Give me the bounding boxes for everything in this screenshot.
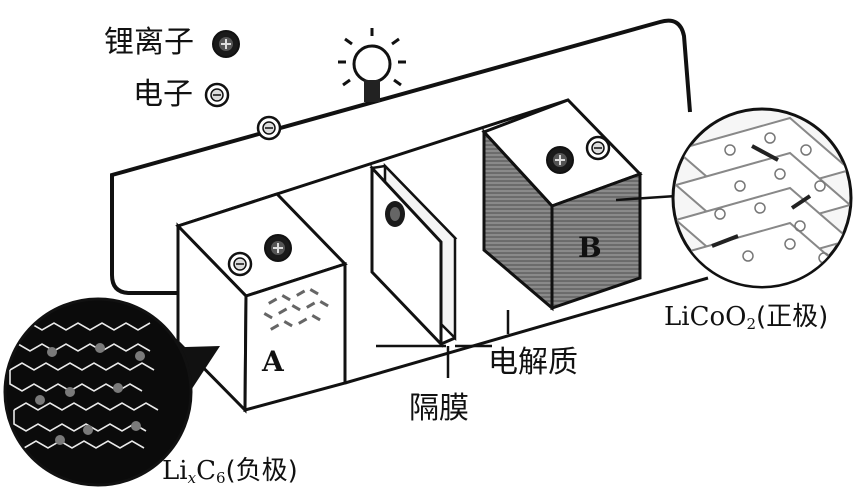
separator-leader-line bbox=[376, 344, 450, 378]
lithium-ion-legend-icon bbox=[212, 30, 240, 58]
box-b-label: B bbox=[578, 231, 602, 264]
electron-legend-label: 电子 bbox=[133, 77, 193, 112]
electrolyte-label: 电解质 bbox=[488, 345, 578, 380]
electron-legend-icon bbox=[204, 82, 230, 108]
electron-on-box-b bbox=[585, 135, 611, 161]
licoo2-layers bbox=[674, 116, 850, 286]
graphite-zoom-callout bbox=[3, 297, 220, 487]
lithium-ion-on-box-b bbox=[546, 146, 574, 174]
electron-on-box-a bbox=[227, 251, 253, 277]
electron-on-wire bbox=[256, 115, 282, 141]
lithium-ion-on-box-a bbox=[264, 234, 292, 262]
graphite-lattice bbox=[9, 322, 159, 449]
electrolyte-leader-line bbox=[455, 310, 510, 348]
box-a-label: A bbox=[262, 345, 284, 378]
negative-electrode-box bbox=[175, 192, 348, 414]
intercalated-lithium bbox=[35, 343, 145, 445]
external-circuit-wire bbox=[110, 18, 692, 295]
positive-electrode-label: LiCoO2(正极) bbox=[664, 302, 829, 333]
light-bulb-icon bbox=[338, 28, 406, 102]
separator-membrane bbox=[369, 162, 458, 348]
lithium-ion-crossing-separator bbox=[385, 201, 405, 227]
lithium-clusters bbox=[263, 288, 329, 331]
licoo2-zoom-callout bbox=[615, 107, 853, 289]
separator-label: 隔膜 bbox=[409, 391, 469, 426]
negative-electrode-label: LixC6(负极) bbox=[162, 456, 298, 487]
positive-electrode-box bbox=[481, 98, 643, 312]
lithium-ion-legend-label: 锂离子 bbox=[104, 25, 194, 60]
